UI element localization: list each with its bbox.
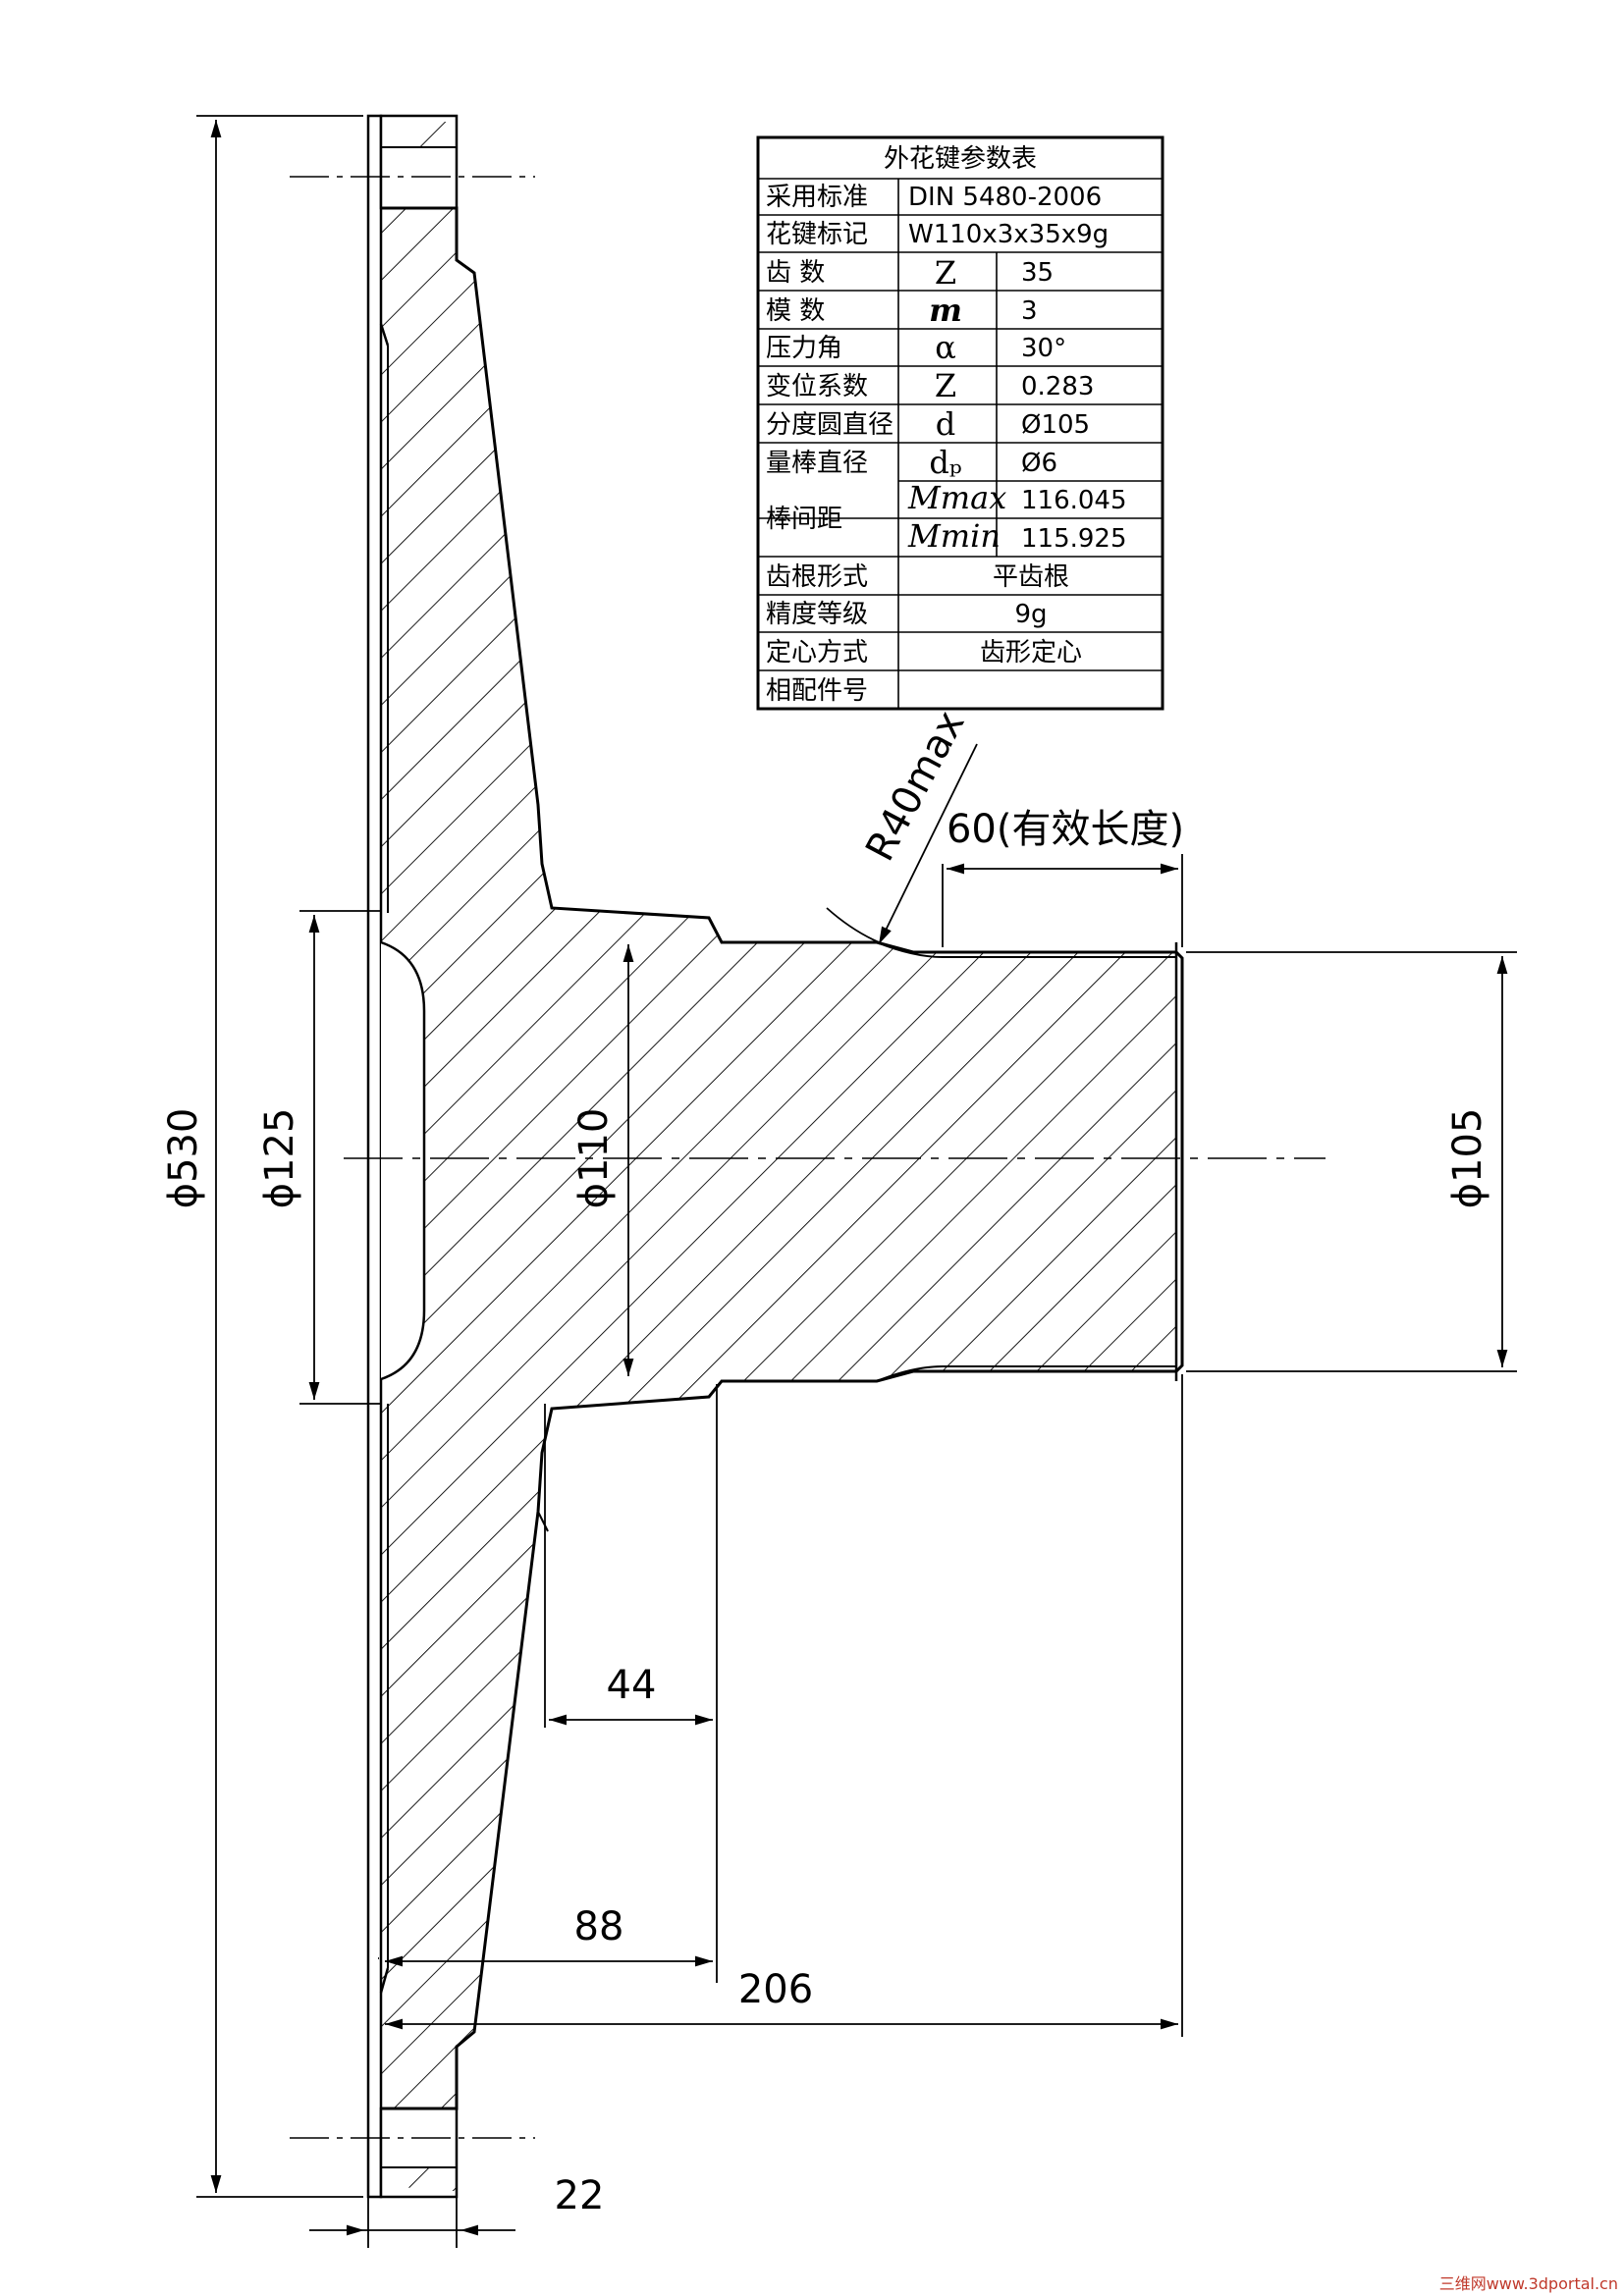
row-symbol: Z (935, 367, 956, 404)
row-symbol: d (936, 405, 955, 443)
row-label: 采用标准 (766, 183, 868, 212)
parameter-table: 外花键参数表 采用标准 DIN 5480-2006 花键标记 W110x3x35… (756, 135, 1164, 711)
hub-step-line (537, 1511, 549, 1532)
r40-arc (826, 907, 885, 945)
row-symbol-min: Mmin (907, 517, 1001, 555)
section-hatch-fill (368, 208, 1176, 2109)
row-value: 30° (1021, 334, 1066, 363)
row-value-min: 115.925 (1021, 524, 1127, 554)
dim-text-88: 88 (574, 1904, 624, 1949)
spline-root-top (876, 941, 1176, 958)
row-label: 压力角 (766, 334, 842, 363)
row-value: 35 (1021, 258, 1054, 288)
row-label: 棒间距 (766, 505, 842, 534)
row-value: 9g (1014, 600, 1047, 629)
row-value: Ø105 (1021, 410, 1090, 440)
row-symbol: m (929, 292, 962, 329)
dim-text-206: 206 (738, 1967, 813, 2012)
dim-text-d105: ϕ105 (1445, 1108, 1490, 1209)
row-symbol: Z (935, 254, 956, 292)
row-label: 分度圆直径 (766, 410, 893, 440)
row-value: 3 (1021, 296, 1038, 326)
row-value: W110x3x35x9g (908, 220, 1109, 249)
flange-bottom-hatch (388, 2167, 457, 2191)
r40-leader (878, 743, 978, 945)
row-value: Ø6 (1021, 449, 1057, 478)
row-value: 平齿根 (993, 562, 1069, 592)
dim-text-d125: ϕ125 (257, 1108, 302, 1209)
watermark: 三维网www.3dportal.cn (1438, 2274, 1618, 2293)
row-value: 0.283 (1021, 372, 1094, 401)
dim-text-d110: ϕ110 (571, 1108, 617, 1209)
row-label: 定心方式 (766, 638, 868, 667)
part-section (290, 114, 1326, 2199)
dim-text-d530: ϕ530 (161, 1108, 206, 1209)
section-outline (381, 206, 1184, 2110)
row-label: 花键标记 (766, 220, 868, 249)
row-value-max: 116.045 (1021, 486, 1127, 515)
spline-root-bottom (876, 1365, 1176, 1382)
row-value: DIN 5480-2006 (908, 183, 1102, 212)
row-label: 相配件号 (766, 676, 868, 706)
row-label: 齿根形式 (766, 562, 868, 592)
table-title: 外花键参数表 (884, 144, 1037, 174)
dim-text-22: 22 (555, 2173, 605, 2218)
row-label: 变位系数 (766, 372, 868, 401)
web-line (379, 1967, 390, 1994)
row-label: 精度等级 (766, 600, 868, 629)
web-line (379, 323, 390, 347)
row-label: 齿 数 (766, 258, 825, 288)
row-value: 齿形定心 (980, 638, 1082, 667)
dimensions (196, 115, 1517, 2248)
row-symbol: dₚ (929, 444, 961, 481)
flange-top-hatch (388, 122, 457, 147)
dim-text-60: 60(有效长度) (947, 807, 1184, 852)
dim-text-44: 44 (607, 1663, 657, 1708)
row-label: 量棒直径 (766, 449, 868, 478)
bore-recess (380, 940, 426, 1381)
flange-face (366, 114, 383, 2199)
row-symbol-max: Mmax (907, 479, 1006, 516)
row-label: 模 数 (766, 296, 825, 326)
row-symbol: α (935, 329, 956, 366)
